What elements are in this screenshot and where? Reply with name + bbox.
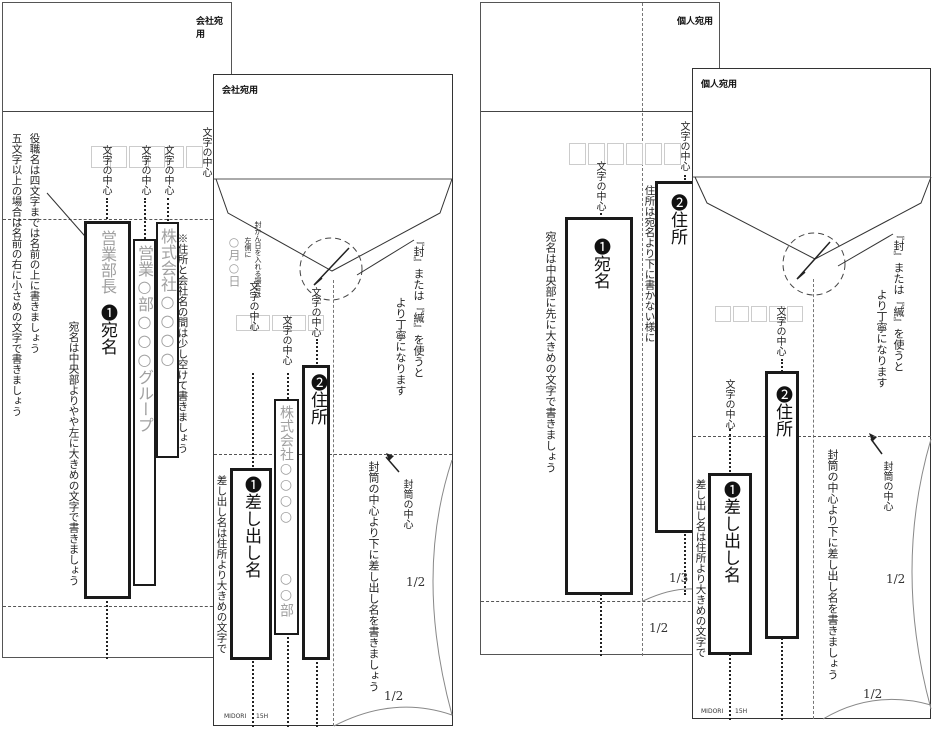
center-label: 文字の中心: [280, 315, 291, 365]
address-box: ❷住所: [765, 371, 799, 639]
center-label: 文字の中心: [247, 281, 258, 331]
department-example: ○○部: [278, 571, 294, 617]
center-label: 文字の中心: [309, 287, 320, 337]
panel-header: 個人宛用: [677, 17, 714, 27]
title-note-2: 五文字以上の場合は名前の右に小さめの文字で書きましょう: [10, 133, 23, 417]
addressee-box: 営業部長 ❶宛名: [84, 221, 131, 599]
seal-circle: [299, 237, 363, 301]
sender-box: ❶差し出し名: [708, 473, 752, 655]
below-center-note: 封筒の中心より下に差し出し名を書きましょう: [367, 461, 380, 692]
center-label: 文字の中心: [594, 161, 605, 211]
guide-line: [3, 219, 233, 220]
center-label: 文字の中心: [678, 121, 689, 171]
sender-label: ❶差し出し名: [241, 476, 261, 578]
sender-box: ❶差し出し名: [230, 468, 272, 660]
date-example: ○月○日: [227, 235, 241, 287]
address-box: ❷住所: [302, 365, 330, 660]
sender-label: ❶差し出し名: [720, 481, 740, 583]
center-label: 文字の中心: [162, 145, 173, 195]
seal-note: 『封』または『緘』を使うと: [412, 235, 425, 378]
flap-fold-line: [481, 111, 721, 112]
model-label: 15H: [256, 713, 269, 720]
envelope-center-line: [642, 3, 643, 656]
gap-note: ※住所と会社名の間は少し空けて書きましょう: [176, 233, 189, 454]
envelope-flap: [693, 176, 932, 720]
seal-circle: [782, 232, 846, 296]
personal-envelope-front: 個人宛用 『封』または『緘』を使うと より丁寧になります 文字の中心 文字の中心…: [692, 68, 932, 720]
addressee-label: ❶宛名: [590, 238, 610, 289]
third-mark: 1/3: [669, 571, 689, 585]
center-label: 文字の中心: [200, 127, 211, 177]
envelope-center-label: 封筒の中心: [881, 461, 892, 511]
center-label: 文字の中心: [723, 379, 734, 429]
address-label: ❷住所: [772, 386, 792, 437]
below-center-note: 封筒の中心より下に差し出し名を書きましょう: [826, 449, 839, 680]
envelope-center-label: 封筒の中心: [401, 479, 412, 529]
envelope-flap: [214, 178, 453, 727]
postal-code-boxes: [569, 143, 681, 165]
envelope-center-line: [333, 280, 334, 726]
title-example: 営業部長: [98, 230, 117, 294]
company-envelope-front: 会社宛用 封かん日を入れる場合は 左側に ○月○日 『封』または『緘』を使うと …: [213, 74, 453, 727]
envelope-center-guide: [214, 454, 452, 455]
brand-label: MIDORI: [701, 708, 724, 715]
guide-line: [3, 606, 233, 607]
personal-envelope-back: 個人宛用 文字の中心 文字の中心 ❶宛名 ❷住所 宛名は中央部に先に大きめの文字…: [480, 2, 721, 656]
sender-note: 差し出し名は住所より大きめの文字で: [215, 475, 228, 654]
seal-note-2: より丁寧になります: [394, 297, 407, 396]
flap-fold-line: [3, 111, 233, 112]
half-mark: 1/2: [863, 687, 883, 701]
panel-header: 会社宛用: [196, 17, 224, 40]
address-label: ❷住所: [667, 194, 687, 245]
addressee-box: ❶宛名: [565, 217, 633, 595]
half-mark: 1/2: [649, 621, 669, 635]
postal-code-boxes: [715, 306, 803, 322]
postal-code-boxes: [91, 146, 203, 168]
center-label: 文字の中心: [774, 306, 785, 356]
center-label: 文字の中心: [100, 145, 111, 195]
addressee-note: 宛名は中央部よりやや左に大きめの文字で書きましょう: [67, 321, 80, 586]
company-example: 株式会社○○○○: [158, 228, 177, 368]
date-note-2: 左側に: [244, 237, 252, 258]
seal-note: 『封』または『緘』を使うと: [892, 229, 905, 372]
panel-header: 個人宛用: [701, 80, 738, 90]
sender-note: 差し出し名は住所より大きめの文字で: [694, 479, 707, 658]
brand-label: MIDORI: [224, 713, 247, 720]
half-mark: 1/2: [886, 572, 906, 586]
model-label: 15H: [735, 708, 748, 715]
center-label: 文字の中心: [139, 145, 150, 195]
address-label: ❷住所: [307, 374, 327, 425]
title-note: 役職名は四文字までは名前の上に書きましょう: [28, 133, 41, 354]
envelope-curve: [642, 588, 694, 602]
addressee-note: 宛名は中央部に先に大きめの文字で書きましょう: [544, 231, 557, 473]
department-example: 営業○部○○○グループ: [135, 245, 154, 433]
addressee-label: ❶宛名: [97, 304, 117, 355]
address-box: ❷住所: [655, 181, 695, 533]
department-box: 営業○部○○○グループ: [133, 239, 156, 586]
half-mark: 1/2: [406, 575, 426, 589]
seal-note-2: より丁寧になります: [875, 289, 888, 388]
postal-code-boxes: [236, 315, 324, 331]
company-envelope-back: 会社宛用 役職名は四文字までは名前の上に書きましょう 五文字以上の場合は名前の右…: [2, 2, 233, 659]
envelope-center-line: [813, 279, 814, 719]
envelope-center-guide: [693, 436, 931, 437]
company-box: 株式会社○○○○: [156, 222, 179, 458]
address-note: 住所は宛名より下に書かない様に: [643, 185, 656, 343]
date-note: 封かん日を入れる場合は: [254, 221, 262, 298]
half-mark: 1/2: [384, 689, 404, 703]
company-example: 株式会社○○○○: [278, 405, 294, 525]
panel-header: 会社宛用: [222, 86, 259, 96]
company-box: 株式会社○○○○ ○○部: [274, 399, 299, 635]
